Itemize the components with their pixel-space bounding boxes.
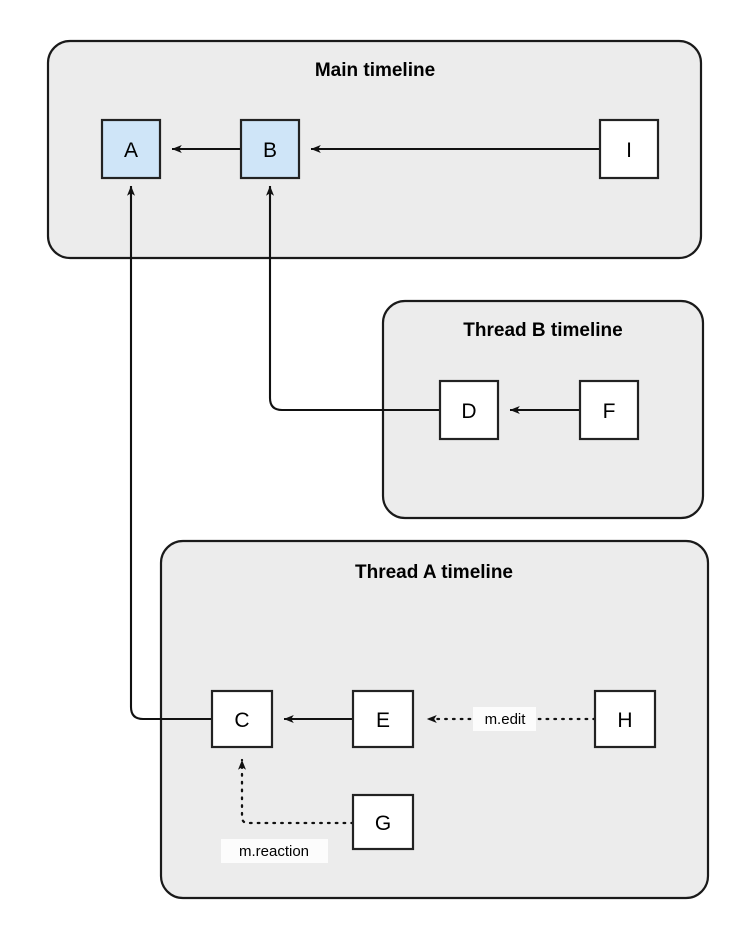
node-e[interactable]: E bbox=[351, 689, 415, 749]
node-d-rect[interactable] bbox=[438, 379, 500, 441]
edge-label-m-edit-text: m.edit bbox=[485, 711, 527, 728]
node-b-label: B bbox=[263, 139, 277, 162]
node-b-rect[interactable] bbox=[239, 118, 301, 180]
node-c-rect[interactable] bbox=[210, 689, 274, 749]
group-thread-a-timeline-title: Thread A timeline bbox=[355, 562, 513, 583]
node-c-label: C bbox=[234, 709, 249, 732]
node-d-label: D bbox=[461, 400, 476, 423]
node-i-rect[interactable] bbox=[598, 118, 660, 180]
edge-d-to-b[interactable] bbox=[266, 185, 440, 412]
node-i-label: I bbox=[626, 139, 632, 162]
node-f-rect[interactable] bbox=[578, 379, 640, 441]
edge-label-m-reaction: m.reaction bbox=[221, 839, 328, 863]
node-c[interactable]: C bbox=[210, 689, 274, 749]
node-f-label: F bbox=[603, 400, 616, 423]
node-a-rect[interactable] bbox=[100, 118, 162, 180]
node-g[interactable]: G bbox=[351, 793, 415, 851]
edge-label-m-edit: m.edit bbox=[473, 707, 536, 731]
edge-label-m-edit-bg bbox=[473, 707, 536, 731]
edge-label-m-reaction-text: m.reaction bbox=[239, 843, 309, 860]
node-g-label: G bbox=[375, 812, 391, 835]
group-main-timeline-title: Main timeline bbox=[315, 60, 435, 81]
edge-c-to-a[interactable] bbox=[127, 185, 212, 721]
node-g-rect[interactable] bbox=[351, 793, 415, 851]
node-h-label: H bbox=[617, 709, 632, 732]
node-h-rect[interactable] bbox=[593, 689, 657, 749]
node-e-label: E bbox=[376, 709, 390, 732]
node-d[interactable]: D bbox=[438, 379, 500, 441]
node-b[interactable]: B bbox=[239, 118, 301, 180]
group-thread-b-timeline-title: Thread B timeline bbox=[463, 320, 622, 341]
edge-g-to-c[interactable] bbox=[238, 758, 355, 825]
node-e-rect[interactable] bbox=[351, 689, 415, 749]
edge-label-m-reaction-bg bbox=[221, 839, 328, 863]
node-a-label: A bbox=[124, 139, 138, 162]
node-f[interactable]: F bbox=[578, 379, 640, 441]
node-a[interactable]: A bbox=[100, 118, 162, 180]
node-h[interactable]: H bbox=[593, 689, 657, 749]
node-i[interactable]: I bbox=[598, 118, 660, 180]
